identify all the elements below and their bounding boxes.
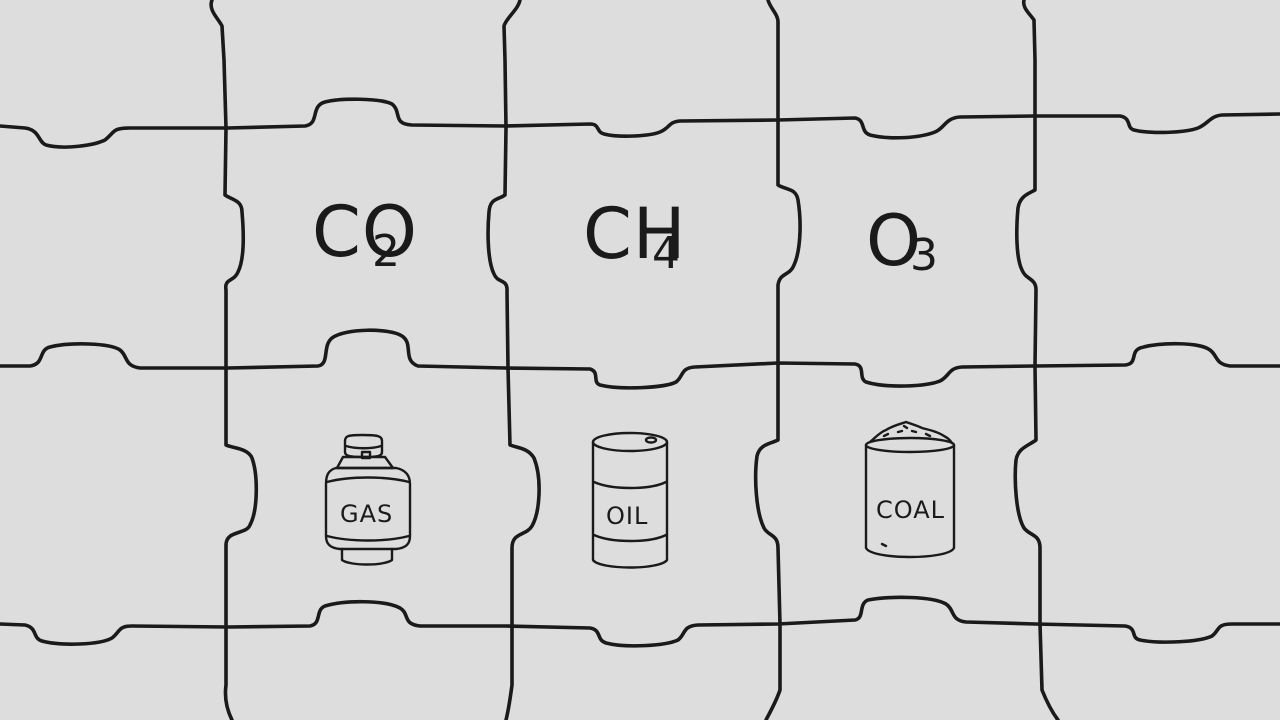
gas-formula-co2: CO 2 — [312, 191, 418, 277]
puzzle-seam-horizontal-top — [0, 97, 1280, 149]
puzzle-seam-horizontal-bottom — [0, 595, 1280, 648]
gas-o3-subscript: 3 — [910, 230, 938, 281]
gas-ch4-main: CH — [583, 193, 687, 275]
gas-ch4-subscript: 4 — [652, 228, 680, 279]
gas-o3-main: O — [866, 200, 922, 282]
puzzle-seam-vertical-3 — [753, 0, 802, 720]
fuel-oil-label: OIL — [606, 502, 648, 530]
puzzle-seam-vertical-1 — [209, 0, 259, 720]
gas-cylinder-icon: GAS — [324, 433, 412, 566]
gas-co2-main: CO — [312, 191, 418, 273]
gas-co2-subscript: 2 — [372, 226, 400, 277]
puzzle-seam-vertical-4 — [1013, 0, 1060, 720]
oil-barrel-icon: OIL — [591, 431, 669, 569]
gas-formula-o3: O 3 — [866, 200, 938, 282]
gas-formula-ch4: CH 4 — [583, 193, 687, 279]
puzzle-seam-vertical-2 — [486, 0, 541, 720]
coal-bucket-icon: COAL — [864, 420, 956, 559]
fuel-coal-label: COAL — [876, 496, 945, 524]
puzzle-seam-horizontal-middle — [0, 328, 1280, 390]
fuel-gas-label: GAS — [340, 500, 393, 528]
